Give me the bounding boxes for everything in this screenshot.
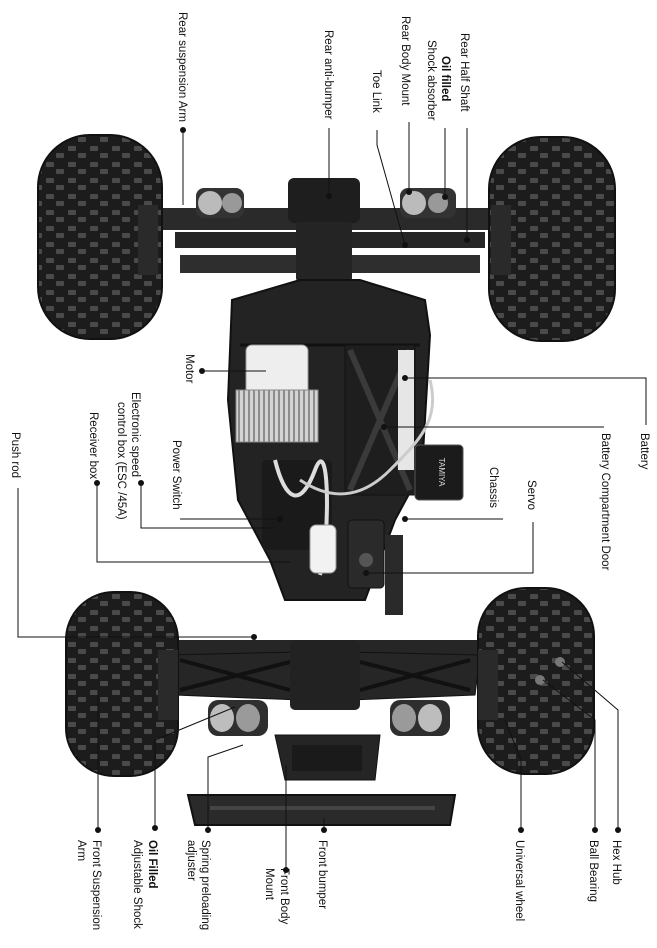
decal-text: TAMIYA xyxy=(437,458,446,487)
label-receiver-box: Receiver box xyxy=(87,412,99,479)
leader-hex-hub xyxy=(561,661,619,830)
label-adjuster: adjuster xyxy=(185,840,197,881)
rear-shock-right xyxy=(400,188,456,218)
label-rear-suspension-arm: Rear suspension Arm xyxy=(176,12,188,122)
label-front-body: Front Body xyxy=(278,868,290,924)
label-electronic-speed: Electronic speed xyxy=(129,392,141,477)
label-front-suspension: Front Suspension xyxy=(90,840,102,930)
leader-servo xyxy=(366,522,534,574)
label-toe-link: Toe Link xyxy=(370,70,382,113)
label-push-rod: Push rod xyxy=(9,432,21,478)
label-mount: Mount xyxy=(263,868,275,901)
leader-ball-bearing xyxy=(542,679,596,830)
rear-shock-left xyxy=(196,188,244,218)
label-power-switch: Power Switch xyxy=(170,440,182,510)
leader-oil-filled-shock xyxy=(154,706,236,828)
leader-push-rod xyxy=(17,488,254,638)
rear-left-tire xyxy=(37,134,163,340)
rear-right-tire xyxy=(488,136,616,342)
label-universal-wheel: Universal wheel xyxy=(513,840,525,921)
front-left-tire xyxy=(65,591,179,777)
leader-battery xyxy=(405,377,647,425)
label-adjustable-shock: Adjustable Shock xyxy=(131,840,143,929)
label-ball-bearing: Ball Bearing xyxy=(587,840,599,902)
leader-dots xyxy=(94,127,621,873)
label-hex-hub: Hex Hub xyxy=(610,840,622,885)
label-motor: Motor xyxy=(183,354,195,384)
label-chassis: Chassis xyxy=(487,467,499,508)
label-rear-body-mount: Rear Body Mount xyxy=(399,16,411,106)
leader-lines xyxy=(17,122,647,870)
label-oil-filled-front: Oil Filled xyxy=(146,840,158,889)
rear-anti-bumper xyxy=(288,178,360,223)
label-arm: Arm xyxy=(75,840,87,861)
front-right-tire xyxy=(477,587,595,775)
leader-toe-link xyxy=(376,130,406,246)
front-shock-left xyxy=(208,700,268,736)
label-battery-compartment-door: Battery Compartment Door xyxy=(599,433,611,571)
label-shock-absorber: Shock absorber xyxy=(425,40,437,121)
label-control-box: control box (ESC /45A) xyxy=(115,402,127,520)
label-rear-anti-bumper: Rear anti-bumper xyxy=(322,30,334,120)
label-rear-half-shaft: Rear Half Shaft xyxy=(458,33,470,112)
leader-esc xyxy=(140,483,276,529)
leader-spring-preloading xyxy=(207,744,244,830)
label-battery: Battery xyxy=(638,433,650,470)
label-oil-filled: Oil filled xyxy=(439,56,451,101)
label-servo: Servo xyxy=(525,480,537,510)
front-shock-right xyxy=(390,700,450,736)
motor xyxy=(235,344,319,443)
battery-decal: TAMIYA xyxy=(414,444,464,501)
leader-receiver-box xyxy=(96,483,290,563)
leader-universal-wheel xyxy=(504,719,522,830)
label-spring-preloading: Spring preloading xyxy=(199,840,211,930)
label-front-bumper: Front bumper xyxy=(316,840,328,909)
